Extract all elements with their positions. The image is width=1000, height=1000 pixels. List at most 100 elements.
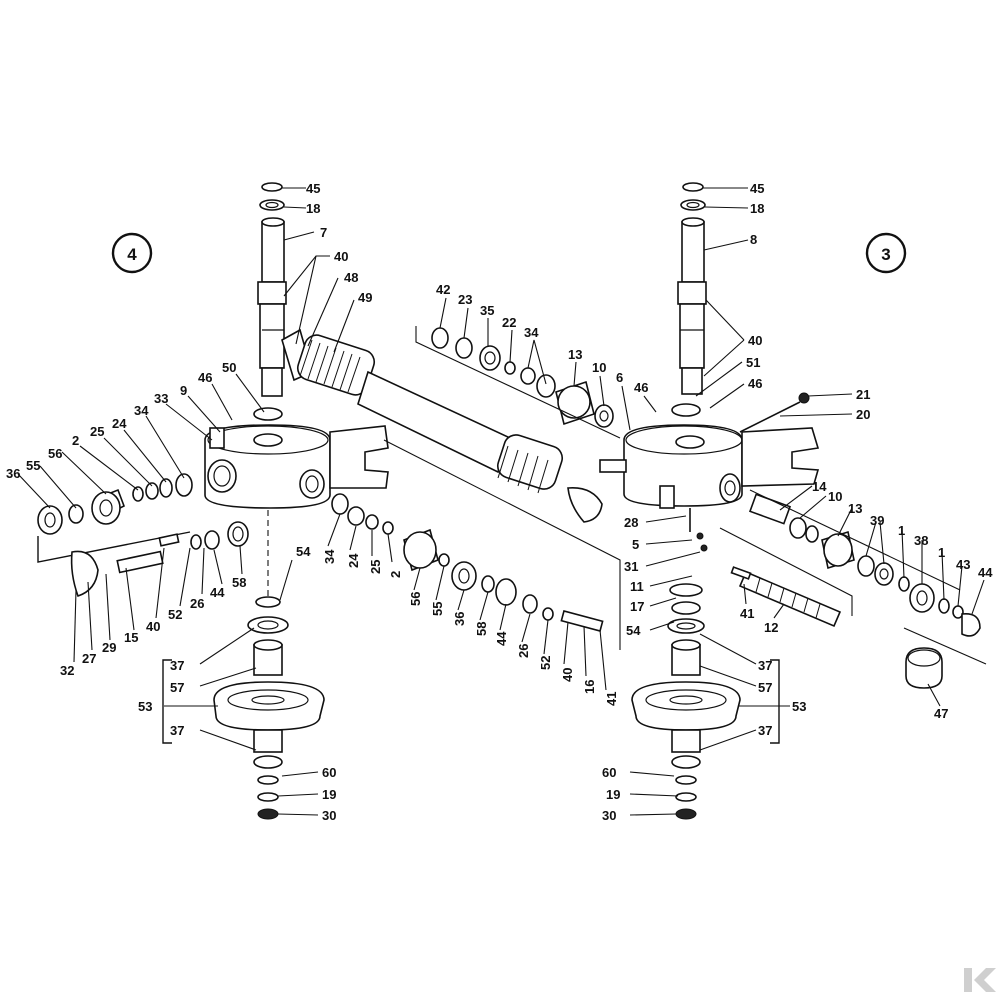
label-54-right: 54: [626, 623, 641, 638]
label-14: 14: [812, 479, 827, 494]
label-46-right: 46: [748, 376, 762, 391]
right-lower-pins: [689, 508, 708, 552]
label-40-top-left: 40: [334, 249, 348, 264]
label-24-left: 24: [112, 416, 127, 431]
label-35: 35: [480, 303, 494, 318]
label-30-right: 30: [602, 808, 616, 823]
label-56-middle: 56: [408, 592, 423, 606]
label-46-middle: 46: [634, 380, 648, 395]
label-25-middle: 25: [368, 560, 383, 574]
label-30-left: 30: [322, 808, 336, 823]
label-36-left: 36: [6, 466, 20, 481]
bracket-53-left: [162, 659, 172, 744]
label-16: 16: [582, 680, 597, 694]
label-26-middle: 26: [516, 644, 531, 658]
label-2-left: 2: [72, 433, 79, 448]
label-45-left: 45: [306, 181, 320, 196]
label-37-right-top: 37: [758, 658, 772, 673]
top-nut-left: [259, 182, 285, 211]
left-lower-shaft-parts: [70, 521, 249, 598]
label-52-middle: 52: [538, 656, 553, 670]
label-26-left: 26: [190, 596, 204, 611]
label-2-middle: 2: [388, 571, 403, 578]
label-60-left: 60: [322, 765, 336, 780]
corner-logo: [964, 968, 996, 992]
seal-ring-right: [671, 403, 701, 417]
assembly-4-label: 4: [127, 245, 137, 264]
left-input-stack: [37, 473, 193, 535]
label-23: 23: [458, 292, 472, 307]
label-34-middle: 34: [322, 549, 337, 564]
label-5: 5: [632, 537, 639, 552]
label-37-left-top: 37: [170, 658, 184, 673]
label-32: 32: [60, 663, 74, 678]
label-44-left: 44: [210, 585, 225, 600]
right-lower-vertical-stack: [631, 583, 741, 820]
bracket-left-stack: [37, 531, 191, 563]
label-10-right: 10: [828, 489, 842, 504]
label-53-left: 53: [138, 699, 152, 714]
assembly-4-marker: 4: [111, 232, 153, 274]
label-10-upper: 10: [592, 360, 606, 375]
label-45-right: 45: [750, 181, 764, 196]
label-58-middle: 58: [474, 622, 489, 636]
label-25-left: 25: [90, 424, 104, 439]
label-49: 49: [358, 290, 372, 305]
label-56-left: 56: [48, 446, 62, 461]
upper-middle-row-parts: [431, 327, 614, 428]
label-13-upper: 13: [568, 347, 582, 362]
label-51: 51: [746, 355, 760, 370]
label-60-right: 60: [602, 765, 616, 780]
label-18-right: 18: [750, 201, 764, 216]
gear-housing-right: [599, 424, 820, 509]
assembly-3-label: 3: [881, 245, 890, 264]
label-20: 20: [856, 407, 870, 422]
label-8: 8: [750, 232, 757, 247]
label-40-lower-left: 40: [146, 619, 160, 634]
seal-ring-left: [253, 407, 283, 421]
label-22: 22: [502, 315, 516, 330]
label-27: 27: [82, 651, 96, 666]
left-lower-vertical-stack: [213, 510, 325, 820]
right-input-stack: [748, 493, 981, 637]
label-37-right-bottom: 37: [758, 723, 772, 738]
label-12: 12: [764, 620, 778, 635]
label-38: 38: [914, 533, 928, 548]
label-54-left: 54: [296, 544, 311, 559]
label-43: 43: [956, 557, 970, 572]
label-55-left: 55: [26, 458, 40, 473]
label-31: 31: [624, 559, 638, 574]
label-42: 42: [436, 282, 450, 297]
gear-housing-left: [204, 424, 389, 509]
label-34-left: 34: [134, 403, 149, 418]
label-37-left-bottom: 37: [170, 723, 184, 738]
label-50-top-left: 50: [222, 360, 236, 375]
long-shaft-right: [719, 527, 853, 628]
label-21: 21: [856, 387, 870, 402]
end-cap: [903, 627, 987, 689]
label-39: 39: [870, 513, 884, 528]
label-58-left: 58: [232, 575, 246, 590]
label-44-middle: 44: [494, 631, 509, 646]
label-29: 29: [102, 640, 116, 655]
label-6: 6: [616, 370, 623, 385]
label-9: 9: [180, 383, 187, 398]
bracket-53-right: [770, 659, 780, 744]
assembly-3-marker: 3: [865, 232, 907, 274]
drive-shaft: [281, 328, 603, 523]
label-47: 47: [934, 706, 948, 721]
label-36-middle: 36: [452, 612, 467, 626]
middle-row-parts: [331, 493, 604, 632]
top-nut-right: [680, 182, 706, 211]
part-labels: 45 18 7 40 48 49 50 46 9 33 34 24 25 2 5…: [6, 181, 993, 823]
upper-row-frame: [415, 326, 621, 439]
label-7: 7: [320, 225, 327, 240]
shift-lever: [739, 392, 810, 433]
label-13-right: 13: [848, 501, 862, 516]
label-41-middle: 41: [604, 692, 619, 706]
label-33: 33: [154, 391, 168, 406]
label-40-middle: 40: [560, 668, 575, 682]
label-15: 15: [124, 630, 138, 645]
label-57-right: 57: [758, 680, 772, 695]
